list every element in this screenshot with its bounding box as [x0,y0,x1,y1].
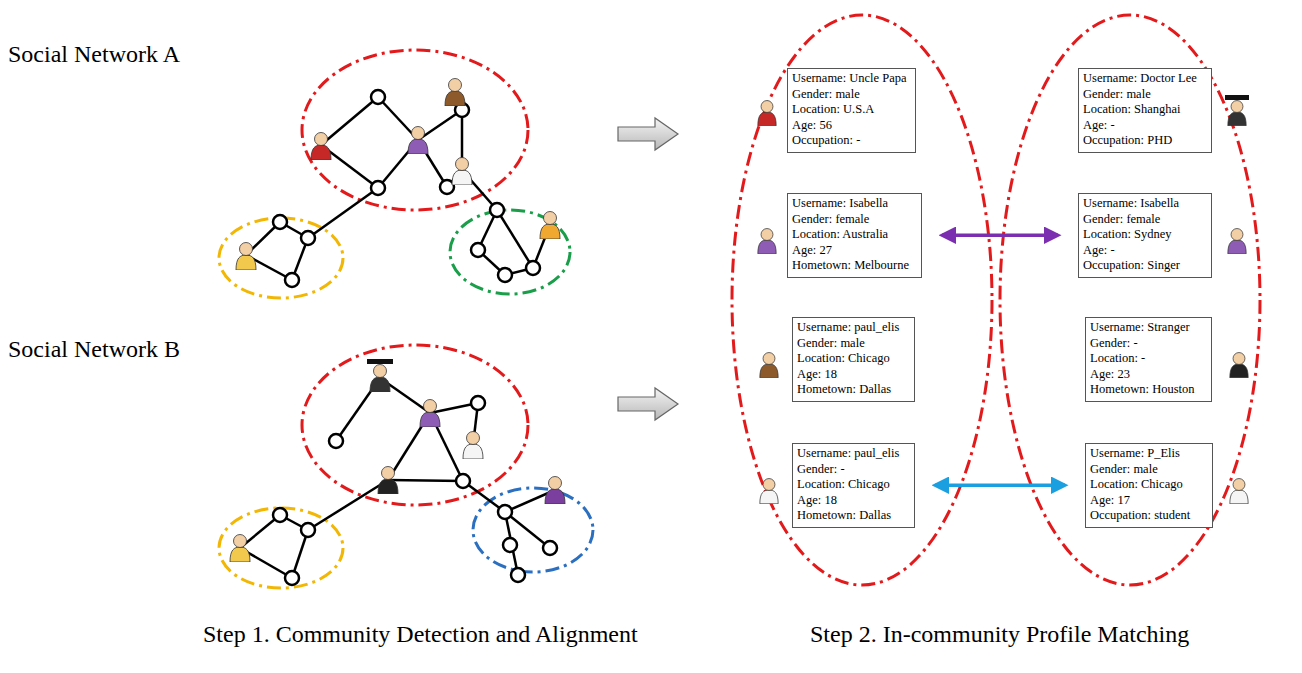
profile-box: Username: paul_elisGender: maleLocation:… [792,317,915,402]
profile-box: Username: Uncle PapaGender: maleLocation… [787,68,916,153]
profile-field: Gender: male [797,336,909,352]
profile-field: Hometown: Houston [1090,382,1206,398]
network-title: Social Network A [8,40,180,68]
profile-field: Location: Australia [792,227,916,243]
profile-field: Gender: male [1083,87,1206,103]
profile-field: Occupation: Singer [1083,258,1206,274]
profile-field: Age: 18 [797,367,909,383]
profile-box: Username: IsabellaGender: femaleLocation… [1078,193,1212,278]
profile-box: Username: StrangerGender: -Location: -Ag… [1085,317,1212,402]
profile-field: Occupation: PHD [1083,133,1206,149]
profile-field: Location: U.S.A [792,102,910,118]
profile-field: Location: Sydney [1083,227,1206,243]
profile-field: Age: 27 [792,243,916,259]
profile-field: Gender: female [792,212,916,228]
profile-field: Location: Chicago [797,351,909,367]
step-arrows [618,118,678,420]
profile-box: Username: IsabellaGender: femaleLocation… [787,193,922,278]
profile-field: Occupation: student [1090,508,1207,524]
profile-field: Username: Stranger [1090,320,1206,336]
profile-field: Gender: male [1090,462,1207,478]
profile-field: Username: Doctor Lee [1083,71,1206,87]
graph-vertices [273,90,557,585]
profile-box: Username: P_ElisGender: maleLocation: Ch… [1085,443,1213,528]
profile-field: Location: Chicago [797,477,909,493]
step-caption: Step 1. Community Detection and Alignmen… [203,620,638,648]
profile-field: Username: paul_elis [797,446,909,462]
network-title: Social Network B [8,335,180,363]
profile-field: Age: 17 [1090,493,1207,509]
profile-field: Location: - [1090,351,1206,367]
profile-field: Location: Chicago [1090,477,1207,493]
profile-field: Occupation: - [792,133,910,149]
profile-field: Age: 18 [797,493,909,509]
profile-box: Username: Doctor LeeGender: maleLocation… [1078,68,1212,153]
profile-field: Gender: - [797,462,909,478]
profile-field: Age: - [1083,243,1206,259]
profile-field: Username: Isabella [792,196,916,212]
profile-field: Username: Uncle Papa [792,71,910,87]
profile-box: Username: paul_elisGender: -Location: Ch… [792,443,915,528]
graph-links [240,92,555,578]
community-ellipses [219,15,1260,588]
profile-field: Gender: female [1083,212,1206,228]
profile-field: Hometown: Dallas [797,382,909,398]
profile-field: Age: - [1083,118,1206,134]
profile-field: Username: paul_elis [797,320,909,336]
match-arrow [942,234,1058,238]
profile-field: Username: P_Elis [1090,446,1207,462]
profile-field: Gender: - [1090,336,1206,352]
profile-field: Gender: male [792,87,910,103]
step-caption: Step 2. In-community Profile Matching [810,620,1189,648]
profile-field: Hometown: Dallas [797,508,909,524]
match-arrow [935,484,1065,488]
profile-field: Username: Isabella [1083,196,1206,212]
profile-field: Age: 56 [792,118,910,134]
profile-field: Hometown: Melbourne [792,258,916,274]
profile-field: Age: 23 [1090,367,1206,383]
profile-field: Location: Shanghai [1083,102,1206,118]
